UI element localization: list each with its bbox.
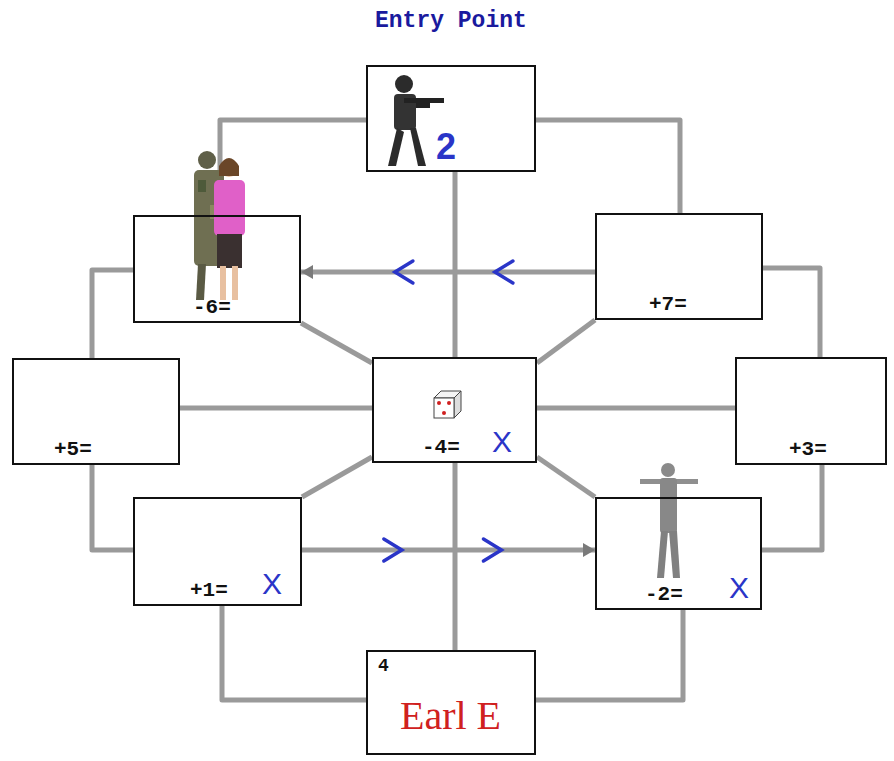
score-text: -4= <box>422 436 460 459</box>
room-number: 2 <box>436 126 456 168</box>
corridor-path <box>537 320 595 363</box>
corridor-path <box>762 465 822 550</box>
direction-chevron <box>395 261 413 283</box>
corridor-line <box>762 465 822 550</box>
corridor-line <box>537 457 595 497</box>
corridor-path <box>180 406 372 411</box>
corridor-line <box>537 320 595 363</box>
room-box: 4Earl E <box>366 650 536 755</box>
cross-mark: X <box>262 567 282 601</box>
corridor-line <box>92 465 133 550</box>
corridor-path <box>92 465 133 550</box>
corridor-line <box>455 172 456 357</box>
room-box: +3= <box>735 357 887 465</box>
corridor-path <box>763 268 820 357</box>
corridor-path <box>222 606 366 700</box>
corridor-line <box>92 270 133 358</box>
corridor-path <box>302 457 372 497</box>
standing-man-figure <box>640 463 698 578</box>
corridor-line <box>536 610 683 700</box>
corridor-path <box>536 610 683 700</box>
room-box: +7= <box>595 213 763 320</box>
corridor-path <box>537 406 735 411</box>
dice-symbol <box>434 391 461 418</box>
corridor-path <box>301 323 372 363</box>
corridor-path <box>536 120 680 213</box>
corridor-line <box>536 120 680 213</box>
entry-title: Entry Point <box>375 8 527 34</box>
arrow-head <box>301 265 313 279</box>
corridor-line <box>537 408 735 409</box>
score-text: +1= <box>190 579 228 602</box>
score-text: +3= <box>789 438 827 461</box>
corridor-path <box>301 270 595 275</box>
direction-chevron <box>495 261 513 283</box>
room-box: 2 <box>366 65 536 172</box>
room-box: +1= X <box>133 497 302 606</box>
room-box: +5= <box>12 358 180 465</box>
corridor-line <box>455 463 456 650</box>
corridor-line <box>301 261 595 283</box>
corridor-line <box>180 408 372 409</box>
direction-chevron <box>483 539 501 561</box>
corridor-line <box>302 457 372 497</box>
score-text: +7= <box>649 293 687 316</box>
corridor-path <box>453 172 458 357</box>
cross-mark: X <box>729 571 749 605</box>
room-box: -6= <box>133 215 301 323</box>
score-text: -6= <box>193 296 231 319</box>
room-box: -4= X <box>372 357 537 463</box>
arrow-head <box>583 543 595 557</box>
corridor-path <box>537 457 595 497</box>
score-text: -2= <box>645 583 683 606</box>
corridor-path <box>302 548 595 553</box>
corridor-line <box>302 539 595 561</box>
corridor-line <box>301 323 372 363</box>
corridor-path <box>453 463 458 650</box>
score-text: +5= <box>54 438 92 461</box>
corridor-line <box>763 268 820 357</box>
room-box: -2= X <box>595 497 762 610</box>
direction-chevron <box>384 539 402 561</box>
corridor-line <box>222 606 366 700</box>
cross-mark: X <box>492 425 512 459</box>
corridor-path <box>92 270 133 358</box>
room-number: 4 <box>378 656 389 676</box>
player-name: Earl E <box>400 692 501 739</box>
soldier-figure <box>388 75 444 166</box>
hostage-pair-figure <box>194 151 245 300</box>
